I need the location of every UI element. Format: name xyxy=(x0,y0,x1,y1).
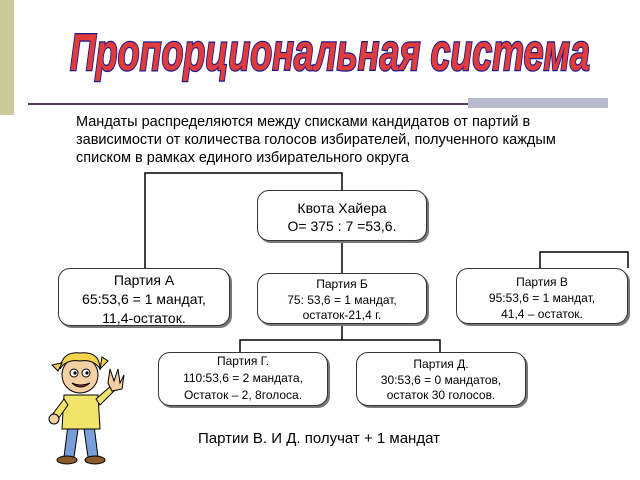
party-g-box: Партия Г. 110:53,6 = 2 мандата, Остаток … xyxy=(158,352,328,406)
connector-b-gd xyxy=(239,339,441,352)
party-d-rest: остаток 30 голосов. xyxy=(386,388,496,402)
party-v-name: Партия В xyxy=(516,275,568,289)
connector-quota-v xyxy=(539,251,629,268)
intro-text: Мандаты распределяются между списками ка… xyxy=(76,114,556,166)
party-d-box: Партия Д. 30:53,6 = 0 мандатов, остаток … xyxy=(356,352,526,406)
party-a-box: Партия А 65:53,6 = 1 мандат, 11,4-остато… xyxy=(58,268,230,326)
quota-box: Квота Хайера О= 375 : 7 =53,6. xyxy=(257,190,427,241)
title-text: Пропорциональная система xyxy=(70,24,590,82)
party-v-box: Партия В 95:53,6 = 1 мандат, 41,4 – оста… xyxy=(456,268,628,324)
page-title: Пропорциональная система xyxy=(60,18,600,88)
party-a-calc: 65:53,6 = 1 мандат, xyxy=(82,291,206,307)
conclusion-text: Партии В. И Д. получат + 1 мандат xyxy=(198,430,440,447)
party-b-rest: остаток-21,4 г. xyxy=(302,308,382,322)
party-a-name: Партия А xyxy=(113,272,175,288)
sidebar-strip xyxy=(0,0,14,115)
party-g-calc: 110:53,6 = 2 мандата, xyxy=(183,371,303,385)
party-d-name: Партия Д. xyxy=(413,357,469,371)
party-d-calc: 30:53,6 = 0 мандатов, xyxy=(380,372,502,387)
connector-quota-a xyxy=(144,172,343,268)
quota-title: Квота Хайера xyxy=(297,200,387,216)
title-accent-bar xyxy=(468,98,608,108)
party-b-calc: 75: 53,6 = 1 мандат, xyxy=(287,292,397,307)
party-b-name: Партия Б xyxy=(316,277,368,291)
cartoon-boy-image xyxy=(48,352,125,465)
party-b-box: Партия Б 75: 53,6 = 1 мандат, остаток-21… xyxy=(257,273,427,324)
party-a-rest: 11,4-остаток. xyxy=(102,310,186,326)
party-v-calc: 95:53,6 = 1 мандат, xyxy=(488,291,596,305)
party-g-name: Партия Г. xyxy=(216,354,270,368)
party-g-rest: Остаток – 2, 8голоса. xyxy=(183,388,303,402)
quota-formula: О= 375 : 7 =53,6. xyxy=(287,218,397,234)
title-divider xyxy=(28,103,608,105)
party-v-rest: 41,4 – остаток. xyxy=(501,307,583,321)
